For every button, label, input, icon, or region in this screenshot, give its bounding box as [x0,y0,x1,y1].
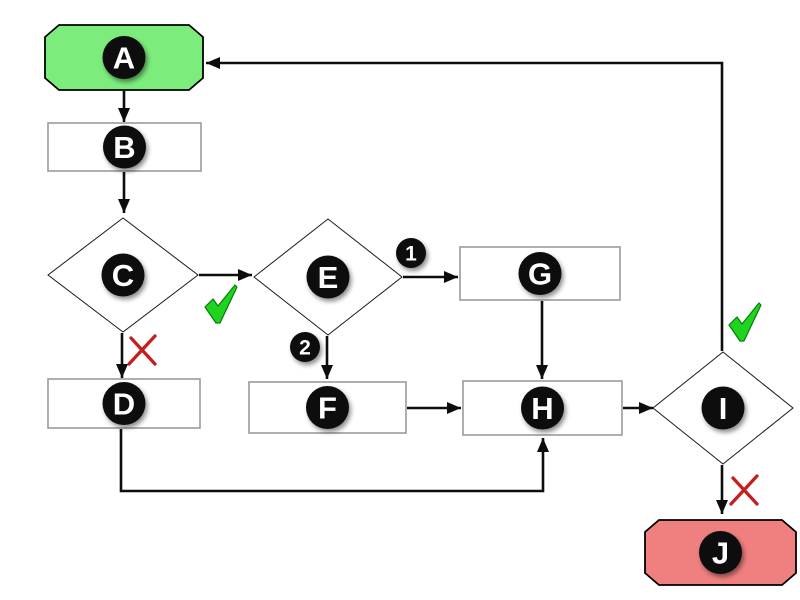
check-branch-i-to-a-check-icon [728,302,762,342]
edge-I-A [206,57,724,351]
node-D: D [47,378,201,429]
cross-branch-c-to-d-cross-icon [127,334,157,366]
check-branch-c-to-e-check-icon [204,284,238,324]
node-I-badge-label: I [719,391,728,426]
node-H-badge-label: H [531,391,553,426]
node-J-badge: J [699,531,742,574]
node-E-badge-label: E [318,260,339,295]
branch-number-badge-1-label: 1 [405,243,417,266]
node-B-badge: B [103,125,146,169]
node-I: I [652,351,794,465]
edge-D-H [119,429,549,493]
node-E: E [253,218,403,336]
node-C: C [47,217,199,333]
node-F-badge: F [306,386,349,429]
node-J-badge-label: J [712,536,729,571]
node-C-badge: C [101,253,145,297]
node-A-badge-label: A [113,41,135,76]
node-G-badge-label: G [528,257,552,292]
node-B-badge-label: B [113,130,135,165]
node-G: G [459,246,621,301]
node-J: J [644,519,797,586]
node-I-badge: I [701,386,745,430]
cross-branch-i-to-j-cross-icon [729,474,759,506]
node-D-badge-label: D [113,387,135,422]
branch-number-badge-2: 2 [290,332,320,362]
node-F: F [248,381,407,434]
node-C-badge-label: C [112,258,134,293]
node-B: B [47,122,202,172]
node-E-badge: E [306,255,350,299]
node-A: A [44,24,204,91]
node-A-badge: A [102,36,146,79]
node-H-badge: H [521,386,564,430]
node-D-badge: D [102,382,146,425]
node-F-badge-label: F [318,391,337,426]
node-G-badge: G [518,252,562,295]
branch-number-badge-2-label: 2 [299,337,311,360]
node-H: H [462,380,623,436]
branch-number-badge-1: 1 [396,238,426,268]
